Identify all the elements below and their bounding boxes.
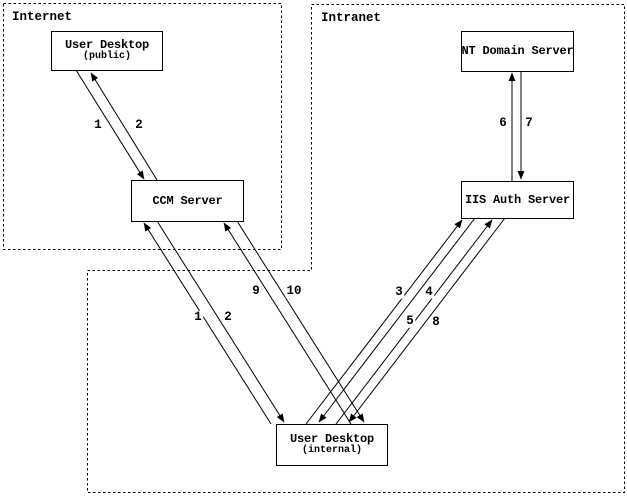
node-user-desktop-internal-title: User Desktop (289, 432, 374, 447)
flow-line-8-iis-to-internal-desktop (348, 217, 506, 423)
node-user-desktop-public-subtitle: (public) (82, 51, 131, 63)
intranet-zone-label: Intranet (321, 11, 382, 25)
flow-label-1-internal: 1 (193, 309, 203, 324)
node-ccm-server: CCM Server (131, 180, 244, 222)
flow-line-3-internal-desktop-to-iis (305, 219, 463, 425)
flow-line-2-ccm-to-internal-desktop (156, 220, 285, 423)
flow-label-2-public: 2 (134, 117, 144, 132)
flow-label-8: 8 (431, 314, 441, 329)
flow-label-9: 9 (251, 283, 261, 298)
flow-label-10: 10 (285, 283, 303, 298)
flow-label-7: 7 (524, 115, 534, 130)
node-iis-auth-server-title: IIS Auth Server (464, 192, 571, 207)
node-user-desktop-public: User Desktop (public) (51, 31, 163, 71)
flow-line-1-public-desktop-to-ccm (75, 69, 145, 180)
node-nt-domain-server-title: NT Domain Server (461, 44, 574, 59)
node-iis-auth-server: IIS Auth Server (461, 181, 574, 219)
flow-line-10-ccm-to-internal-desktop (236, 220, 365, 423)
node-nt-domain-server: NT Domain Server (461, 31, 574, 72)
flow-line-9-internal-desktop-to-ccm (223, 222, 352, 425)
internet-zone-border (3, 3, 282, 250)
node-user-desktop-internal-subtitle: (internal) (301, 445, 362, 457)
flow-line-4-iis-to-internal-desktop (318, 217, 476, 423)
node-user-desktop-internal: User Desktop (internal) (276, 424, 388, 466)
flow-label-5: 5 (405, 313, 415, 328)
flow-label-6: 6 (498, 115, 508, 130)
flow-label-4: 4 (424, 284, 434, 299)
flow-label-1-public: 1 (93, 117, 103, 132)
flow-label-3: 3 (394, 284, 404, 299)
flow-label-2-internal: 2 (223, 309, 233, 324)
flow-line-1-internal-desktop-to-ccm (143, 222, 272, 425)
node-ccm-server-title: CCM Server (152, 193, 223, 208)
intranet-zone-border (87, 4, 625, 493)
internet-zone-label: Internet (12, 10, 73, 24)
node-user-desktop-public-title: User Desktop (64, 38, 149, 53)
flow-line-2-ccm-to-public-desktop (90, 72, 158, 181)
